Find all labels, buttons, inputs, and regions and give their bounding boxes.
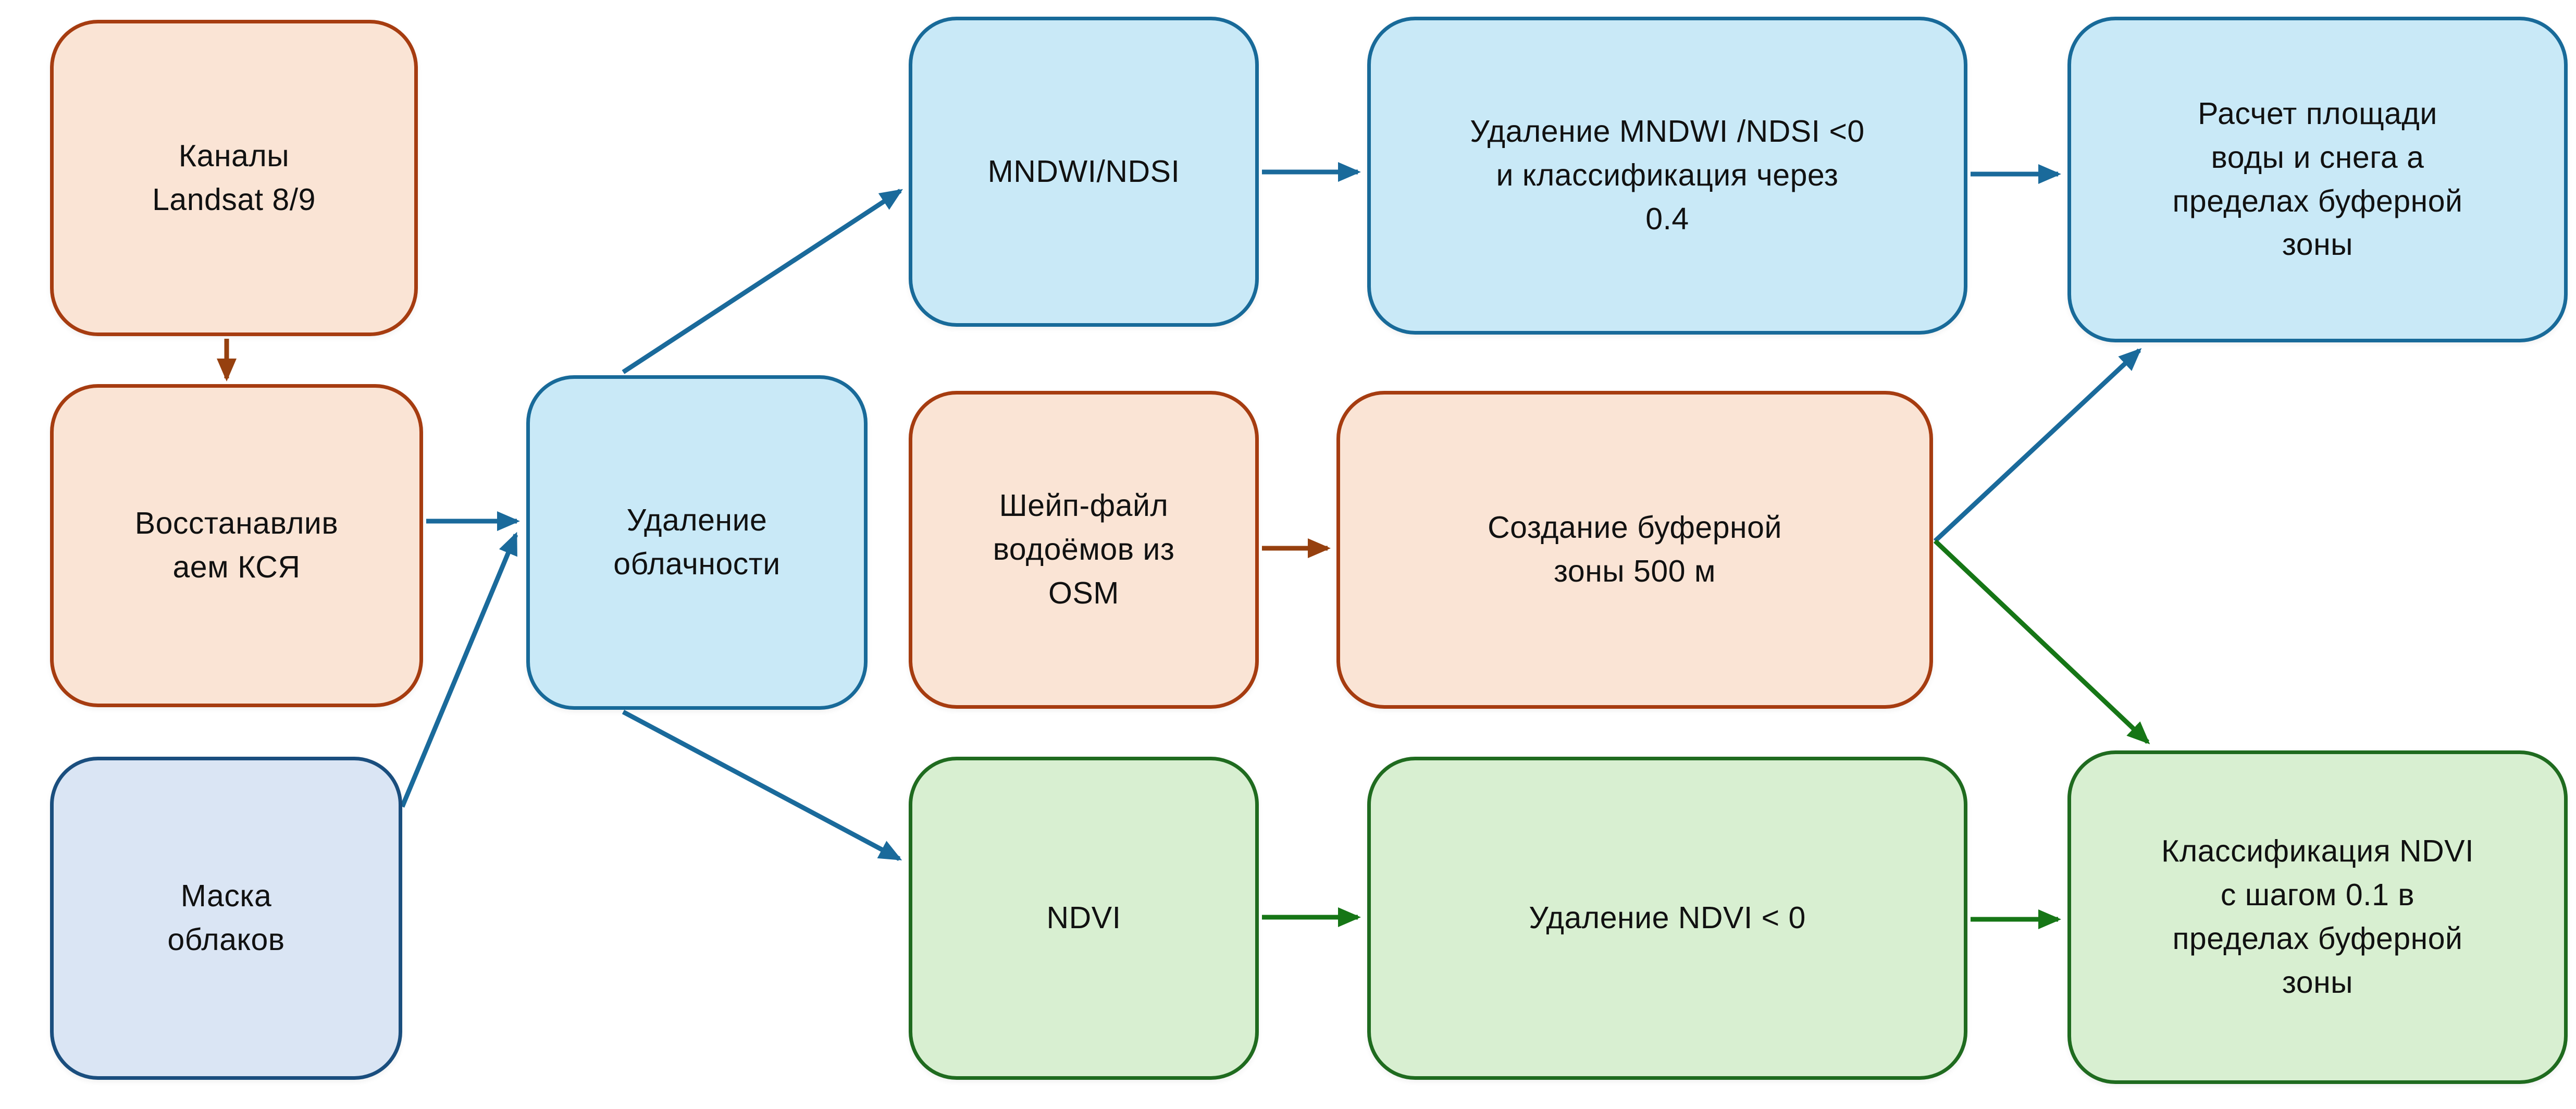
node-osm-shapefile-label: Шейп-файл водоёмов из OSM	[993, 488, 1175, 610]
node-ndvi-label: NDVI	[1046, 901, 1121, 935]
node-cloud-mask-label: Маска облаков	[167, 879, 285, 957]
node-ndvi: NDVI	[909, 757, 1259, 1080]
node-ndvi-classification-label: Классификация NDVI с шагом 0.1 в предела…	[2161, 834, 2474, 1000]
node-mndwi-threshold: Удаление MNDWI /NDSI <0 и классификация …	[1367, 17, 1967, 335]
node-mndwi-ndsi: MNDWI/NDSI	[909, 17, 1259, 327]
node-landsat-channels-label: Каналы Landsat 8/9	[152, 138, 316, 217]
node-mndwi-ndsi-label: MNDWI/NDSI	[987, 154, 1180, 189]
node-buffer-zone-label: Создание буферной зоны 500 м	[1488, 510, 1782, 588]
node-landsat-channels: Каналы Landsat 8/9	[50, 20, 418, 336]
node-buffer-zone: Создание буферной зоны 500 м	[1336, 391, 1933, 709]
edge-buffer-to-ndviclass	[1933, 539, 2150, 745]
edge-cloudremoval-to-ndvi	[622, 710, 902, 861]
node-ndvi-classification: Классификация NDVI с шагом 0.1 в предела…	[2067, 750, 2568, 1084]
node-restore-ksya: Восстанавлив аем КСЯ	[50, 384, 423, 707]
node-water-snow-area-label: Расчет площади воды и снега а пределах б…	[2172, 96, 2463, 262]
node-cloud-mask: Маска облаков	[50, 757, 402, 1080]
node-restore-ksya-label: Восстанавлив аем КСЯ	[134, 506, 339, 584]
node-ndvi-threshold: Удаление NDVI < 0	[1367, 757, 1967, 1080]
edge-cloudremoval-to-mndwi	[622, 189, 903, 374]
node-cloud-removal: Удаление облачности	[526, 375, 868, 710]
node-water-snow-area: Расчет площади воды и снега а пределах б…	[2067, 17, 2568, 342]
node-ndvi-threshold-label: Удаление NDVI < 0	[1529, 901, 1806, 935]
node-osm-shapefile: Шейп-файл водоёмов из OSM	[909, 391, 1259, 709]
edge-buffer-to-areacalc	[1933, 348, 2142, 543]
node-cloud-removal-label: Удаление облачности	[613, 503, 781, 581]
node-mndwi-threshold-label: Удаление MNDWI /NDSI <0 и классификация …	[1470, 114, 1865, 236]
